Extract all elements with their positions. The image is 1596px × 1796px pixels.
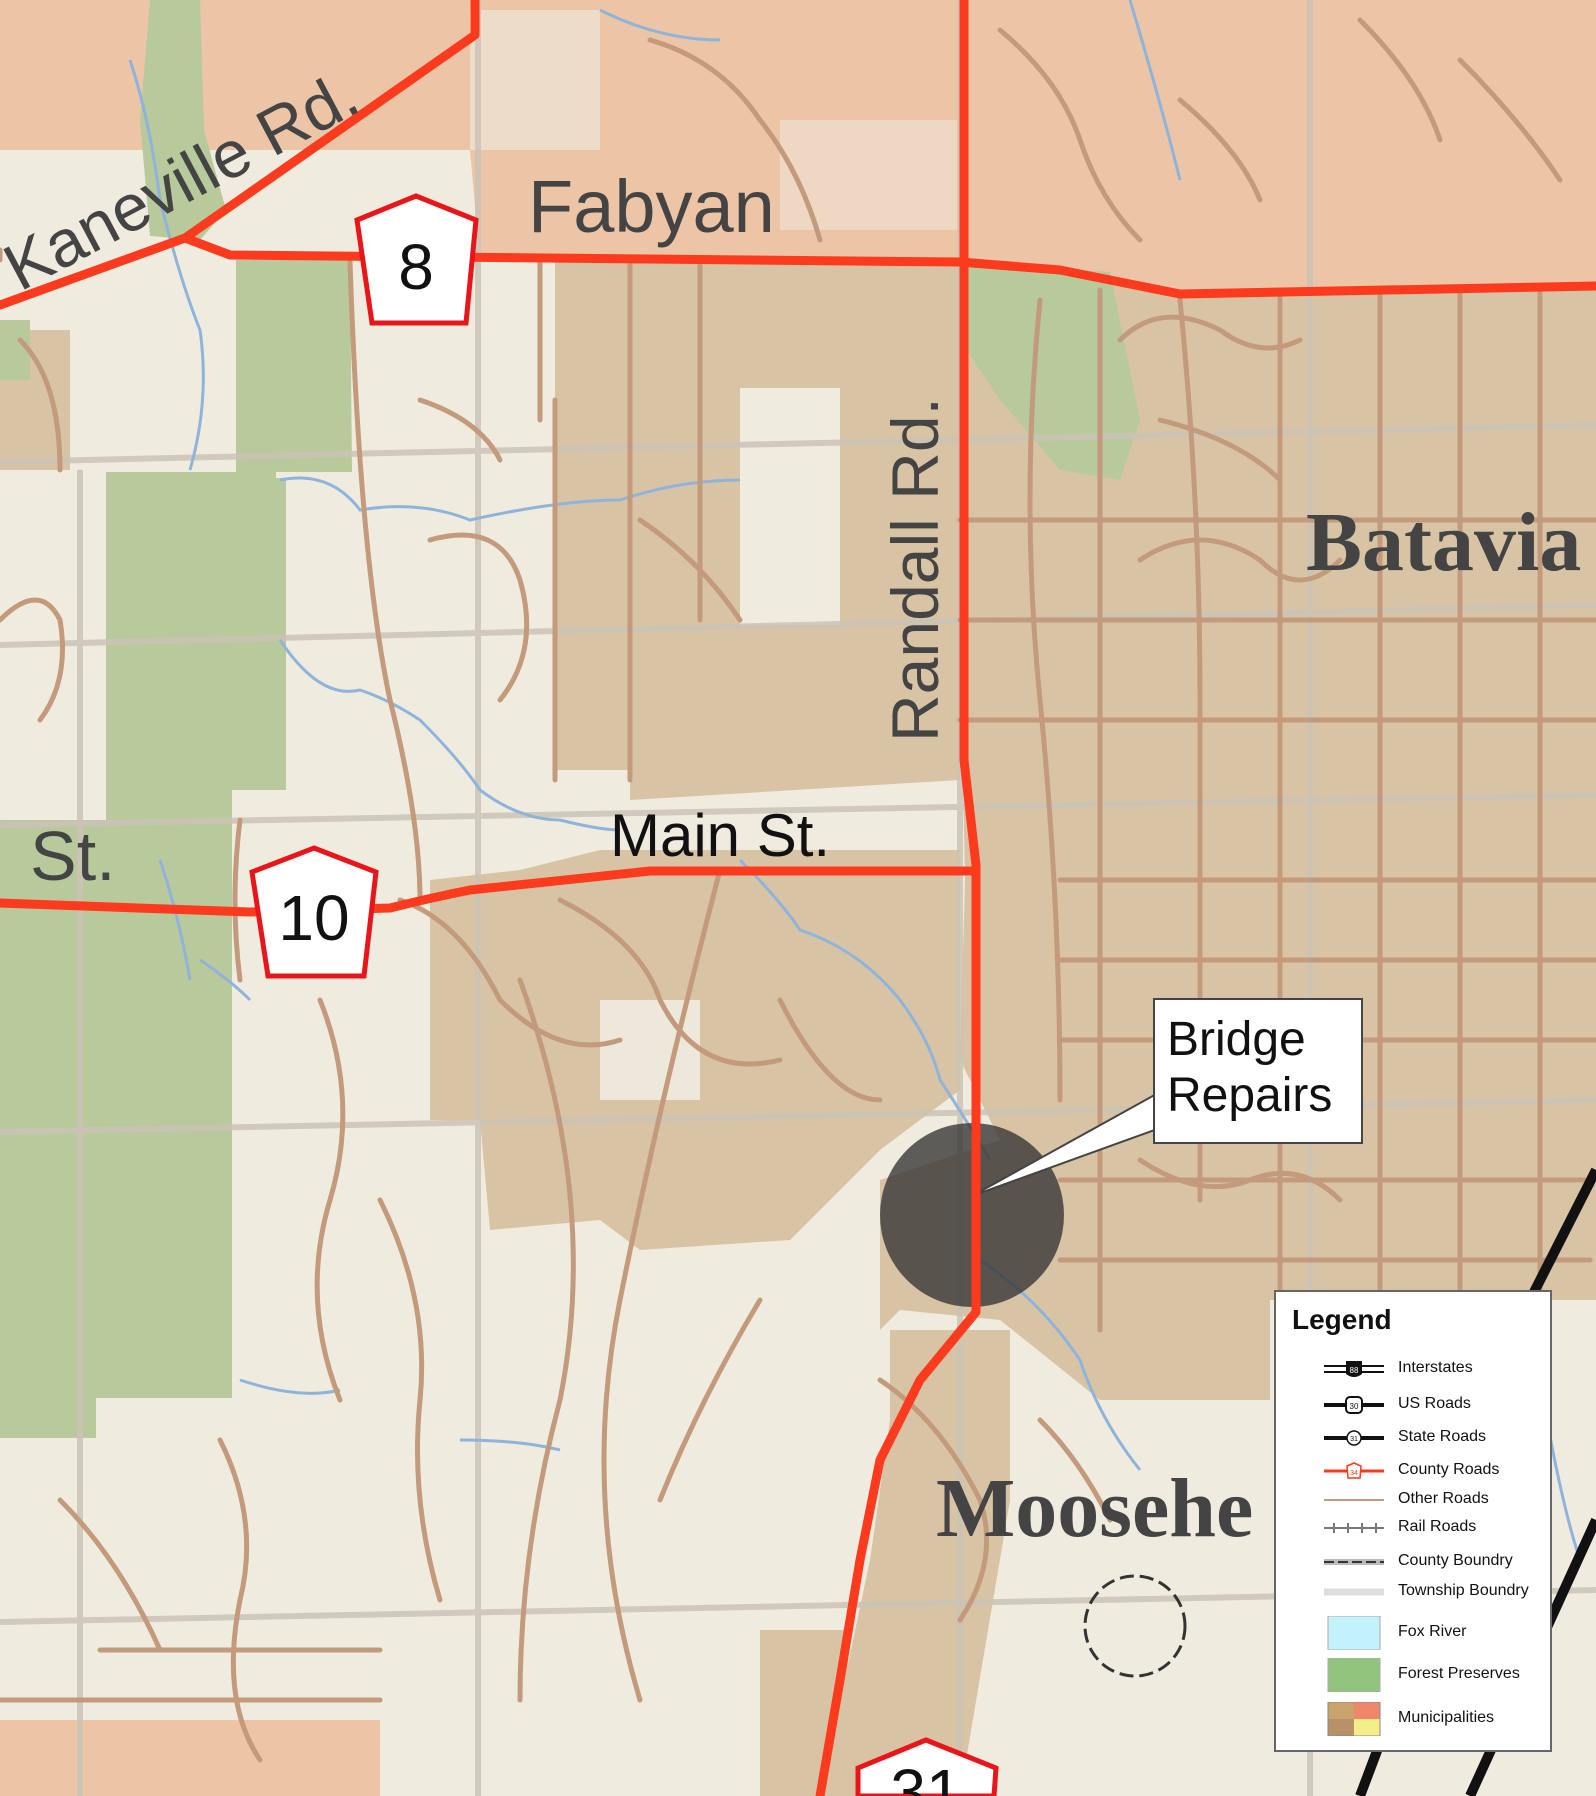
shield-8-number: 8	[398, 231, 434, 303]
legend-label-forest-preserves: Forest Preserves	[1398, 1665, 1520, 1682]
callout-line-2: Repairs	[1167, 1069, 1333, 1122]
label-main-street: Main St.	[610, 802, 830, 869]
legend-row-township-boundry: Township Boundry	[1276, 1575, 1552, 1609]
svg-text:34: 34	[1350, 1470, 1358, 1477]
legend-row-county-roads: 34 County Roads	[1276, 1454, 1552, 1488]
legend-label-other-roads: Other Roads	[1398, 1490, 1489, 1507]
forest-preserve-creek	[140, 0, 226, 240]
randall-road-line	[815, 0, 981, 1796]
legend-row-county-boundry: County Boundry	[1276, 1545, 1552, 1579]
legend-row-fox-river: Fox River	[1276, 1616, 1552, 1650]
shield-route-10: 10	[249, 845, 379, 979]
legend-title: Legend	[1292, 1304, 1392, 1335]
main-street-line	[0, 866, 981, 917]
legend-label-us-roads: US Roads	[1398, 1395, 1471, 1412]
legend-label-interstates: Interstates	[1398, 1359, 1473, 1376]
interstate-icon: 88	[1324, 1361, 1384, 1377]
bridge-repairs-callout: Bridge Repairs	[1153, 998, 1363, 1144]
legend-row-state-roads: 31 State Roads	[1276, 1421, 1552, 1455]
map-legend: Legend 88 Interstates 30 US Roads 31 Sta…	[1274, 1290, 1552, 1752]
other-roads	[0, 17, 1596, 1763]
shield-route-8: 8	[354, 193, 479, 326]
svg-text:31: 31	[1350, 1436, 1358, 1443]
legend-label-rail-roads: Rail Roads	[1398, 1518, 1477, 1535]
label-mooseheart: Moosehe	[936, 1462, 1253, 1555]
svg-text:88: 88	[1350, 1366, 1359, 1375]
shield-route-31: 31	[855, 1737, 999, 1796]
municipality-north-white-gap	[470, 10, 600, 150]
legend-row-forest-preserves: Forest Preserves	[1276, 1658, 1552, 1692]
forest-preserve-east	[960, 262, 1140, 480]
legend-label-county-roads: County Roads	[1398, 1461, 1500, 1478]
railroad-icon	[1324, 1523, 1384, 1533]
label-fabyan: Fabyan	[528, 165, 775, 248]
county-boundary-icon	[1324, 1559, 1384, 1565]
legend-label-county-boundry: County Boundry	[1398, 1552, 1513, 1569]
county-road-icon: 34	[1324, 1462, 1384, 1479]
shield-31-number: 31	[890, 1756, 961, 1796]
forest-swatch-icon	[1327, 1658, 1381, 1692]
fabyan-road-line	[180, 233, 1596, 299]
mooseheart-ring	[1083, 1574, 1187, 1678]
legend-row-interstates: 88 Interstates	[1276, 1352, 1552, 1386]
label-batavia: Batavia	[1306, 496, 1581, 589]
forest-preserve-west	[0, 472, 286, 1438]
township-boundary-icon	[1324, 1588, 1384, 1596]
municipality-swatch-icon	[1327, 1702, 1381, 1736]
svg-text:30: 30	[1350, 1402, 1359, 1411]
legend-row-municipalities: Municipalities	[1276, 1702, 1552, 1736]
callout-line-1: Bridge	[1167, 1013, 1306, 1066]
label-st: St.	[30, 817, 116, 895]
legend-row-other-roads: Other Roads	[1276, 1483, 1552, 1517]
forest-preserve-north	[236, 260, 352, 472]
legend-label-township-boundry: Township Boundry	[1398, 1582, 1529, 1599]
legend-row-rail-roads: Rail Roads	[1276, 1511, 1552, 1545]
label-randall-road: Randall Rd.	[878, 397, 952, 742]
municipality-west-white	[740, 388, 840, 625]
other-road-icon	[1324, 1499, 1384, 1501]
us-road-icon: 30	[1324, 1396, 1384, 1414]
legend-label-state-roads: State Roads	[1398, 1428, 1487, 1445]
legend-label-fox-river: Fox River	[1398, 1623, 1467, 1640]
state-road-icon: 31	[1324, 1430, 1384, 1446]
municipality-north-white-gap2	[780, 120, 960, 230]
legend-row-us-roads: 30 US Roads	[1276, 1388, 1552, 1422]
fox-river-tributaries	[128, 0, 1582, 1561]
legend-label-municipalities: Municipalities	[1398, 1709, 1495, 1726]
municipality-southwest	[0, 1720, 380, 1796]
shield-10-number: 10	[278, 882, 349, 954]
kaneville-road-line	[0, 0, 480, 310]
forest-preserve-sw-small	[0, 320, 30, 380]
river-swatch-icon	[1327, 1616, 1381, 1650]
